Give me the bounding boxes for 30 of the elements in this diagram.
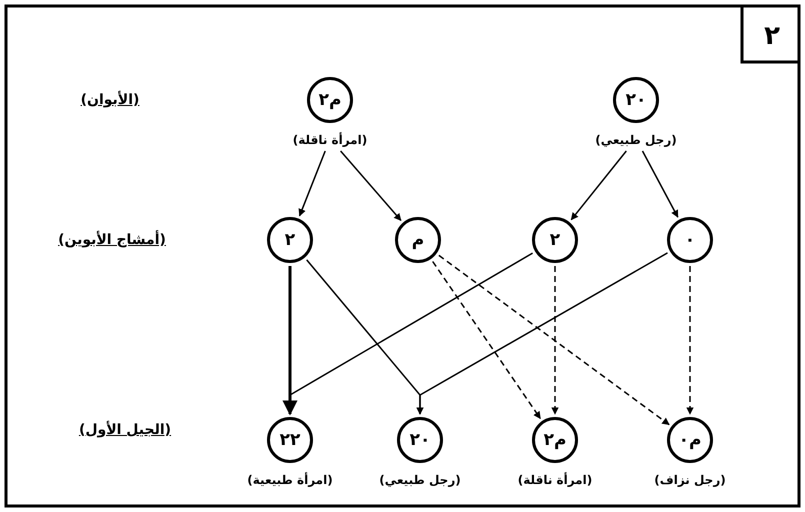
arrow	[298, 150, 326, 216]
arrow	[642, 150, 678, 218]
row-heading: (أمشاج الأبوين)	[58, 232, 166, 248]
genotype-circle: ٢٠	[397, 417, 443, 463]
arrow	[416, 252, 668, 415]
node-label: (رجل طبيعي)	[379, 473, 461, 488]
arrow	[432, 261, 541, 420]
genotype-circle: ٢٠	[613, 77, 659, 123]
node-label: (امرأة ناقلة)	[292, 133, 368, 148]
genotype-circle: ٢٢	[267, 417, 313, 463]
arrow	[282, 266, 298, 416]
node-label: (امرأة ناقلة)	[518, 473, 592, 488]
node-label: (امرأة طبيعية)	[247, 473, 333, 488]
genotype-circle: م	[395, 217, 441, 263]
arrow	[570, 150, 627, 220]
arrow	[551, 266, 559, 415]
arrow	[340, 150, 402, 221]
figure-number: ٢	[764, 21, 780, 51]
genotype-circle: ٢	[267, 217, 313, 263]
row-heading: (الجيل الأول)	[78, 422, 172, 438]
genotype-circle: م٢	[307, 77, 353, 123]
genotype-circle: ٢	[532, 217, 578, 263]
arrow	[438, 254, 670, 426]
row-heading: (الأبوان)	[80, 92, 140, 108]
genotype-circle: م٠	[667, 417, 713, 463]
arrow	[686, 266, 694, 415]
genotype-circle: م٢	[532, 417, 578, 463]
genotype-circle: ٠	[667, 217, 713, 263]
node-label: (رجل طبيعي)	[595, 133, 677, 148]
node-label: (رجل نزاف)	[654, 473, 726, 488]
